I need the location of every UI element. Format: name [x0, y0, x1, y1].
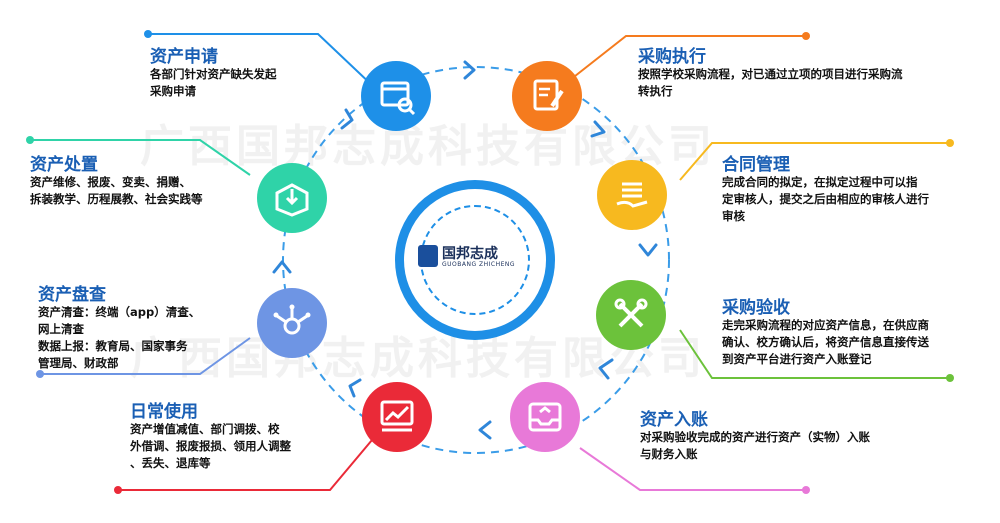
inbox-tray-icon	[528, 402, 562, 432]
leader-inventory-dot	[36, 370, 44, 378]
leader-entry	[579, 447, 806, 491]
dashed-orbit	[282, 66, 670, 454]
leader-acceptance	[679, 329, 950, 379]
network-hub-icon	[273, 304, 311, 335]
arrow-6	[348, 378, 362, 398]
leader-inventory	[40, 337, 251, 375]
arrow-3	[638, 243, 658, 257]
leader-purchase-dot	[802, 32, 810, 40]
arrow-5	[478, 420, 492, 440]
desc-purchase: 按照学校采购流程，对已通过立项的项目进行采购流转执行	[638, 67, 903, 98]
leader-entry-dot	[802, 486, 810, 494]
arrow-2	[590, 120, 606, 138]
title-acceptance: 采购验收	[722, 298, 790, 318]
leader-acceptance-dot	[946, 374, 954, 382]
search-window-icon	[380, 81, 416, 116]
node-acceptance	[596, 280, 666, 350]
leader-daily-dot	[114, 486, 122, 494]
logo-name-cn: 国邦志成	[442, 246, 498, 262]
node-purchase	[512, 61, 582, 131]
leader-lines	[26, 30, 954, 494]
desc-entry: 对采购验收完成的资产进行资产（实物）入账与财务入账	[640, 430, 870, 461]
desc-contract: 完成合同的拟定，在拟定过程中可以指定审核人，提交之后由相应的审核人进行审核	[722, 175, 929, 223]
node-apply	[361, 61, 431, 131]
desc-daily: 资产增值减值、部门调拨、校外借调、报废报损、领用人调整、丢失、退库等	[130, 422, 291, 470]
logo-mark-icon	[418, 245, 438, 267]
node-disposal	[257, 163, 327, 233]
title-entry: 资产入账	[640, 410, 708, 430]
leader-daily	[118, 439, 373, 491]
node-daily	[362, 382, 432, 452]
leader-apply	[148, 33, 376, 89]
arrow-4	[598, 358, 614, 380]
leader-contract	[679, 142, 950, 181]
leader-disposal	[30, 139, 251, 176]
chart-screen-icon	[380, 400, 414, 432]
tools-icon	[614, 298, 648, 328]
document-hand-icon	[616, 182, 648, 208]
node-contract	[597, 160, 667, 230]
desc-disposal: 资产维修、报废、变卖、捐赠、拆装教学、历程展教、社会实践等	[30, 175, 203, 206]
desc-apply: 各部门针对资产缺失发起采购申请	[150, 67, 277, 98]
leader-contract-dot	[946, 139, 954, 147]
leader-apply-dot	[144, 30, 152, 38]
desc-inventory: 资产清查：终端（app）清查、网上清查数据上报：教育局、国家事务管理局、财政部	[38, 305, 201, 370]
title-apply: 资产申请	[150, 47, 218, 67]
title-inventory: 资产盘查	[38, 285, 106, 305]
title-disposal: 资产处置	[30, 155, 98, 175]
arrow-8	[340, 108, 354, 130]
edit-document-icon	[533, 79, 564, 111]
arrow-1	[463, 60, 476, 80]
node-entry	[510, 382, 580, 452]
title-daily: 日常使用	[130, 402, 198, 422]
arrow-7	[272, 260, 292, 274]
title-purchase: 采购执行	[638, 47, 706, 67]
leader-purchase	[569, 35, 806, 81]
desc-acceptance: 走完采购流程的对应资产信息，在供应商确认、校方确认后，将资产信息直接传送到资产平…	[722, 318, 929, 366]
orbit-arrows	[272, 60, 658, 440]
node-inventory	[257, 288, 327, 358]
leader-disposal-dot	[26, 136, 34, 144]
logo-name-en: GUOBANG ZHICHENG	[442, 261, 516, 268]
title-contract: 合同管理	[722, 155, 790, 175]
company-logo: 国邦志成 GUOBANG ZHICHENG	[418, 243, 536, 271]
box-download-icon	[275, 183, 309, 217]
